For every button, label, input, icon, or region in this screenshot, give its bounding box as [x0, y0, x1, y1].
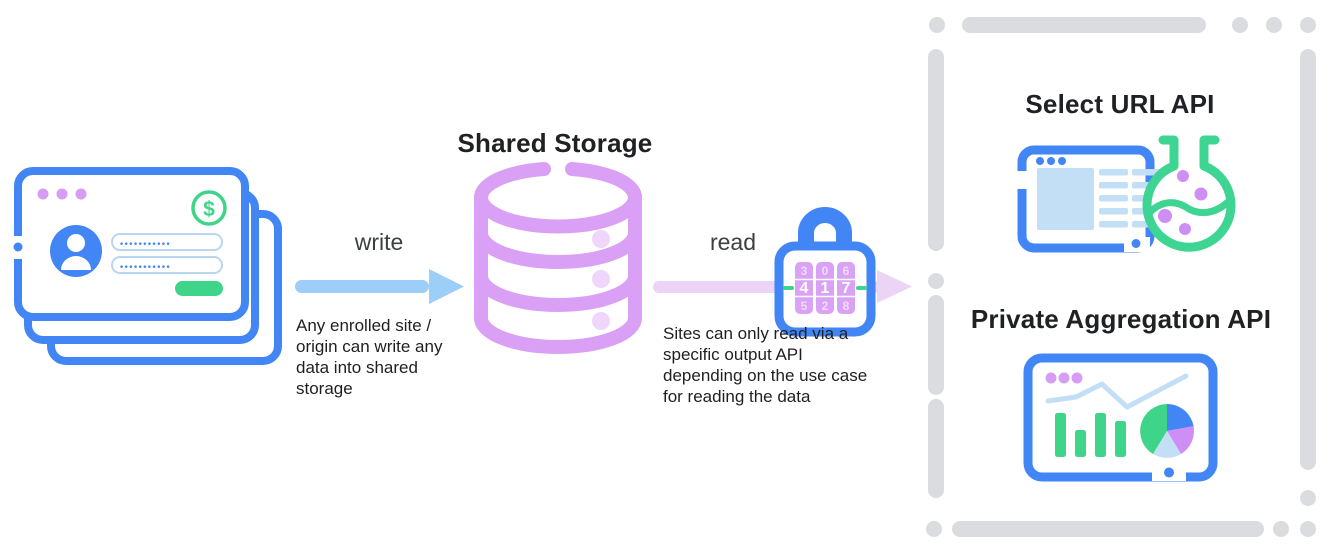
- select-url-api-title: Select URL API: [1025, 89, 1215, 119]
- flask-bubbles: [1158, 170, 1208, 235]
- write-label: write: [354, 229, 404, 255]
- password-value-1: •••••••••••: [120, 239, 171, 249]
- bar-chart-icon: [1055, 413, 1126, 457]
- avatar-icon: [50, 225, 102, 277]
- dollar-icon: $: [191, 190, 227, 226]
- private-aggregation-api-title: Private Aggregation API: [970, 304, 1272, 334]
- svg-text:4: 4: [800, 280, 809, 297]
- db-divider-1: [474, 226, 642, 269]
- password-value-2: •••••••••••: [120, 262, 171, 272]
- window-dots-icon: [37, 188, 87, 200]
- browser-window-icon: [1015, 145, 1161, 253]
- shared-storage-database-icon: [474, 162, 642, 354]
- window-dots-icon: [1045, 372, 1083, 384]
- private-aggregation-api-icon: [1023, 353, 1218, 482]
- pie-chart-icon: [1140, 404, 1194, 458]
- write-description: Any enrolled site / origin can write any…: [296, 316, 443, 398]
- page-content-placeholders: [1037, 168, 1161, 230]
- db-sides: [474, 190, 642, 325]
- submit-button[interactable]: [175, 281, 223, 296]
- dollar-symbol: $: [203, 198, 215, 221]
- window-border-dot: [1131, 239, 1141, 248]
- publisher-sites-icon: $ ••••••••••• •••••••••••: [11, 167, 282, 365]
- svg-text:0: 0: [822, 264, 829, 278]
- read-description: Sites can only read via a specific outpu…: [663, 324, 868, 406]
- window-dots-icon: [1036, 157, 1066, 165]
- write-arrow-icon: [295, 269, 464, 304]
- svg-text:8: 8: [843, 299, 850, 313]
- svg-text:1: 1: [821, 280, 830, 297]
- svg-text:5: 5: [801, 299, 808, 313]
- dashboard-border-dot: [1164, 467, 1174, 478]
- db-bottom: [474, 311, 642, 354]
- db-divider-2: [474, 269, 642, 312]
- svg-text:6: 6: [843, 264, 850, 278]
- select-url-api-icon: [1015, 135, 1236, 253]
- password-field-2[interactable]: •••••••••••: [111, 256, 223, 274]
- lock-dials[interactable]: 3 0 6 4 1 7 5 2 8: [783, 262, 867, 314]
- db-band-dots: [592, 230, 610, 330]
- flask-liquid-wave: [1145, 198, 1232, 217]
- password-field-1[interactable]: •••••••••••: [111, 233, 223, 251]
- line-chart-icon: [1045, 373, 1189, 410]
- read-label: read: [709, 229, 757, 255]
- db-top-ellipse: [474, 162, 642, 234]
- svg-text:3: 3: [801, 264, 808, 278]
- flask-icon: [1142, 135, 1236, 252]
- output-boundary-frame-icon: [926, 17, 1317, 538]
- svg-text:2: 2: [822, 299, 829, 313]
- svg-text:7: 7: [842, 280, 851, 297]
- lock-shackle: [798, 207, 852, 252]
- shared-storage-title: Shared Storage: [457, 128, 653, 158]
- combination-lock-icon: 3 0 6 4 1 7 5 2 8: [774, 207, 876, 337]
- card-border-dot: [13, 242, 23, 252]
- window-border-gap-left: [1015, 171, 1027, 189]
